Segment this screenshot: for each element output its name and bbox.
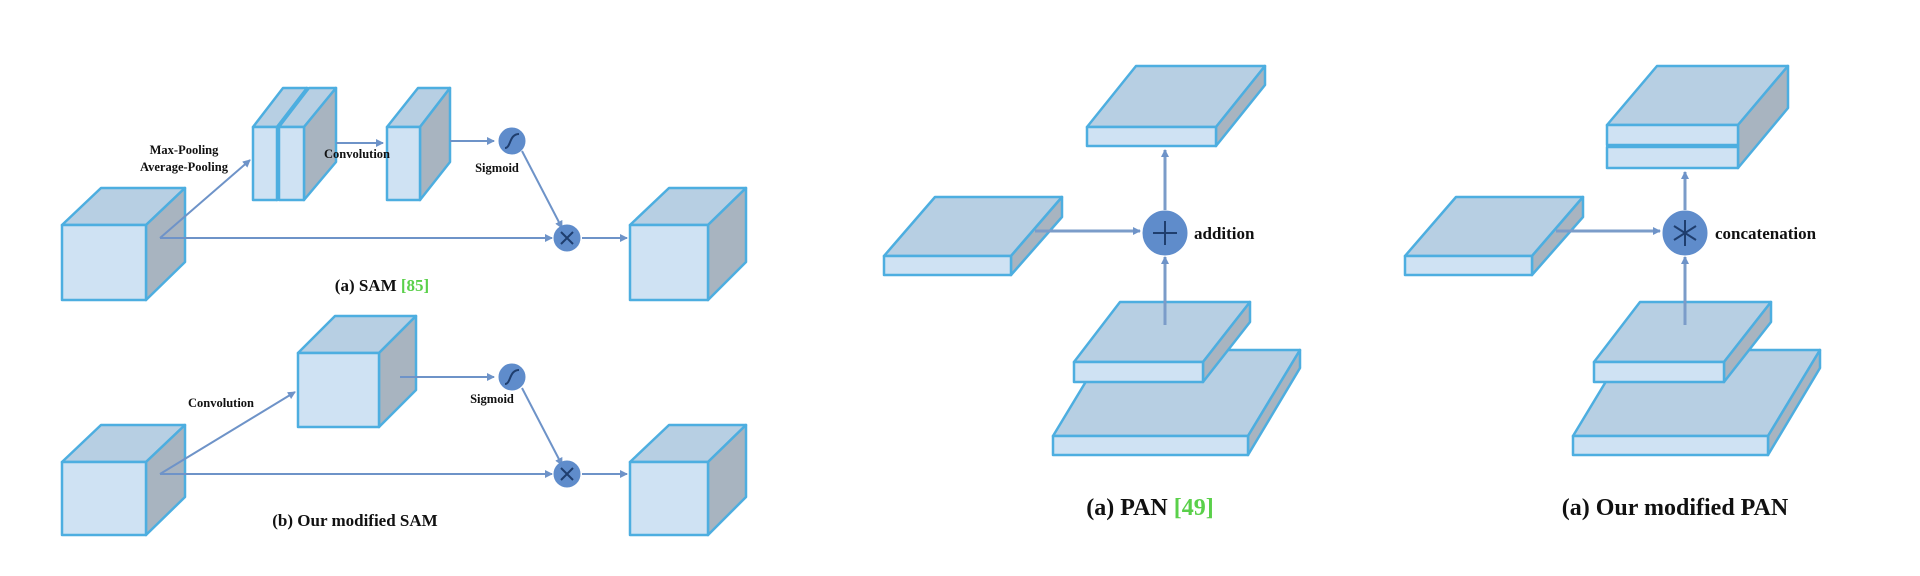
modified-sam-sigmoid-label: Sigmoid xyxy=(470,392,514,406)
sam-pooling-arrow xyxy=(159,159,251,239)
sam-caption: (a) SAM [85] xyxy=(335,276,429,295)
modified-sam-diagram: Convolution Sigmoid (b) Our modified SAM xyxy=(60,314,748,537)
pan-diagram: addition (a) PAN [49] xyxy=(882,64,1302,521)
modified-sam-sigmoid-out-arrow xyxy=(521,387,563,466)
sam-sigmoid-label: Sigmoid xyxy=(475,161,519,175)
sam-pooled-maps xyxy=(251,86,338,202)
pan-caption-ref: [49] xyxy=(1174,495,1214,521)
addition-icon xyxy=(1142,210,1188,256)
modified-pan-left-slab xyxy=(1403,195,1585,277)
pan-top-slab xyxy=(1085,64,1267,148)
concatenation-icon xyxy=(1662,210,1708,256)
modified-sam-conv-arrow xyxy=(159,391,296,475)
pan-bottom-small-slab xyxy=(1072,300,1252,384)
modified-pan-top-stack xyxy=(1605,64,1790,170)
pan-caption: (a) PAN [49] xyxy=(1086,495,1214,521)
modified-sam-caption: (b) Our modified SAM xyxy=(272,511,437,530)
sam-caption-text: (a) SAM xyxy=(335,276,401,295)
sam-conv-label: Convolution xyxy=(324,147,390,161)
sam-pooling-label-1: Max-Pooling xyxy=(150,143,219,157)
pan-op-label: addition xyxy=(1194,224,1255,243)
sam-sigmoid-out-arrow xyxy=(521,150,563,229)
modified-sam-sigmoid-icon xyxy=(498,363,526,391)
modified-sam-conv-label: Convolution xyxy=(188,396,254,410)
sam-pooling-label-2: Average-Pooling xyxy=(140,160,229,174)
modified-pan-op-label: concatenation xyxy=(1715,224,1817,243)
sam-output-cube xyxy=(628,186,748,302)
pan-left-slab xyxy=(882,195,1064,277)
sam-multiply-icon xyxy=(553,224,581,252)
sam-caption-ref: [85] xyxy=(401,276,429,295)
modified-pan-bottom-small-slab xyxy=(1592,300,1773,384)
modified-pan-diagram: concatenation (a) Our modified PAN xyxy=(1403,64,1822,521)
pan-caption-text: (a) PAN xyxy=(1086,495,1174,521)
modified-pan-caption: (a) Our modified PAN xyxy=(1562,495,1789,521)
sam-sigmoid-icon xyxy=(498,127,526,155)
modified-sam-conv-cube xyxy=(296,314,418,429)
modified-sam-multiply-icon xyxy=(553,460,581,488)
sam-diagram: Max-Pooling Average-Pooling Convolution … xyxy=(60,86,748,302)
modified-sam-input-cube xyxy=(60,423,187,537)
sam-input-cube xyxy=(60,186,187,302)
sam-conv-output xyxy=(385,86,452,202)
modified-sam-output-cube xyxy=(628,423,748,537)
